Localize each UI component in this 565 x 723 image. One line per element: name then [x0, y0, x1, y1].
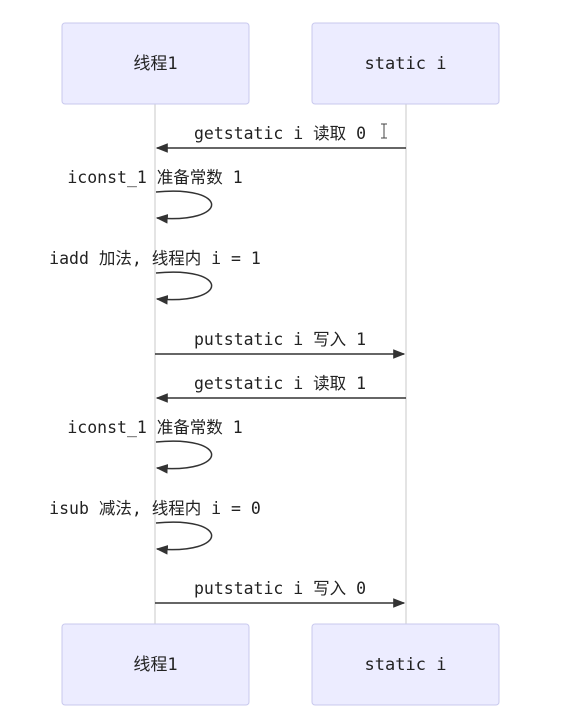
message-putstatic-write-1: putstatic i 写入 1	[155, 330, 406, 359]
message-iconst-1-first-label: iconst_1 准备常数 1	[67, 168, 242, 187]
message-getstatic-read-1-label: getstatic i 读取 1	[194, 374, 366, 393]
message-iconst-1-first: iconst_1 准备常数 1	[67, 168, 243, 224]
message-isub: isub 减法, 线程内 i = 0	[49, 499, 261, 555]
message-iadd: iadd 加法, 线程内 i = 1	[49, 249, 261, 305]
message-putstatic-write-0-label: putstatic i 写入 0	[194, 579, 366, 598]
message-putstatic-write-1-label: putstatic i 写入 1	[194, 330, 366, 349]
message-iadd-label: iadd 加法, 线程内 i = 1	[49, 249, 261, 268]
message-iconst-1-first-loop	[155, 190, 213, 224]
message-isub-label: isub 减法, 线程内 i = 0	[49, 499, 261, 518]
actor-top-thread-1: 线程1	[61, 22, 250, 105]
actor-bottom-thread-1-box	[61, 623, 250, 706]
actor-top-static-i: static i	[311, 22, 500, 105]
message-iconst-1-second-loop	[155, 440, 213, 474]
actor-bottom-static-i-box	[311, 623, 500, 706]
message-putstatic-write-0: putstatic i 写入 0	[155, 579, 406, 608]
actor-top-thread-1-label: 线程1	[133, 54, 177, 74]
actor-top-static-i-label: static i	[365, 54, 447, 74]
actor-bottom-static-i: static i	[311, 623, 500, 706]
message-iconst-1-second-label: iconst_1 准备常数 1	[67, 418, 242, 437]
actor-top-thread-1-box	[61, 22, 250, 105]
actor-bottom-thread-1: 线程1	[61, 623, 250, 706]
message-getstatic-read-1: getstatic i 读取 1	[155, 374, 406, 403]
message-iadd-loop	[155, 271, 213, 305]
message-isub-loop	[155, 521, 213, 555]
actor-bottom-static-i-label: static i	[365, 655, 447, 675]
message-getstatic-read-0-label: getstatic i 读取 0	[194, 124, 366, 143]
message-getstatic-read-0: getstatic i 读取 0	[155, 124, 406, 153]
message-iconst-1-second: iconst_1 准备常数 1	[67, 418, 243, 474]
actor-bottom-thread-1-label: 线程1	[133, 655, 177, 675]
actor-top-static-i-box	[311, 22, 500, 105]
text-cursor-icon	[381, 123, 387, 139]
